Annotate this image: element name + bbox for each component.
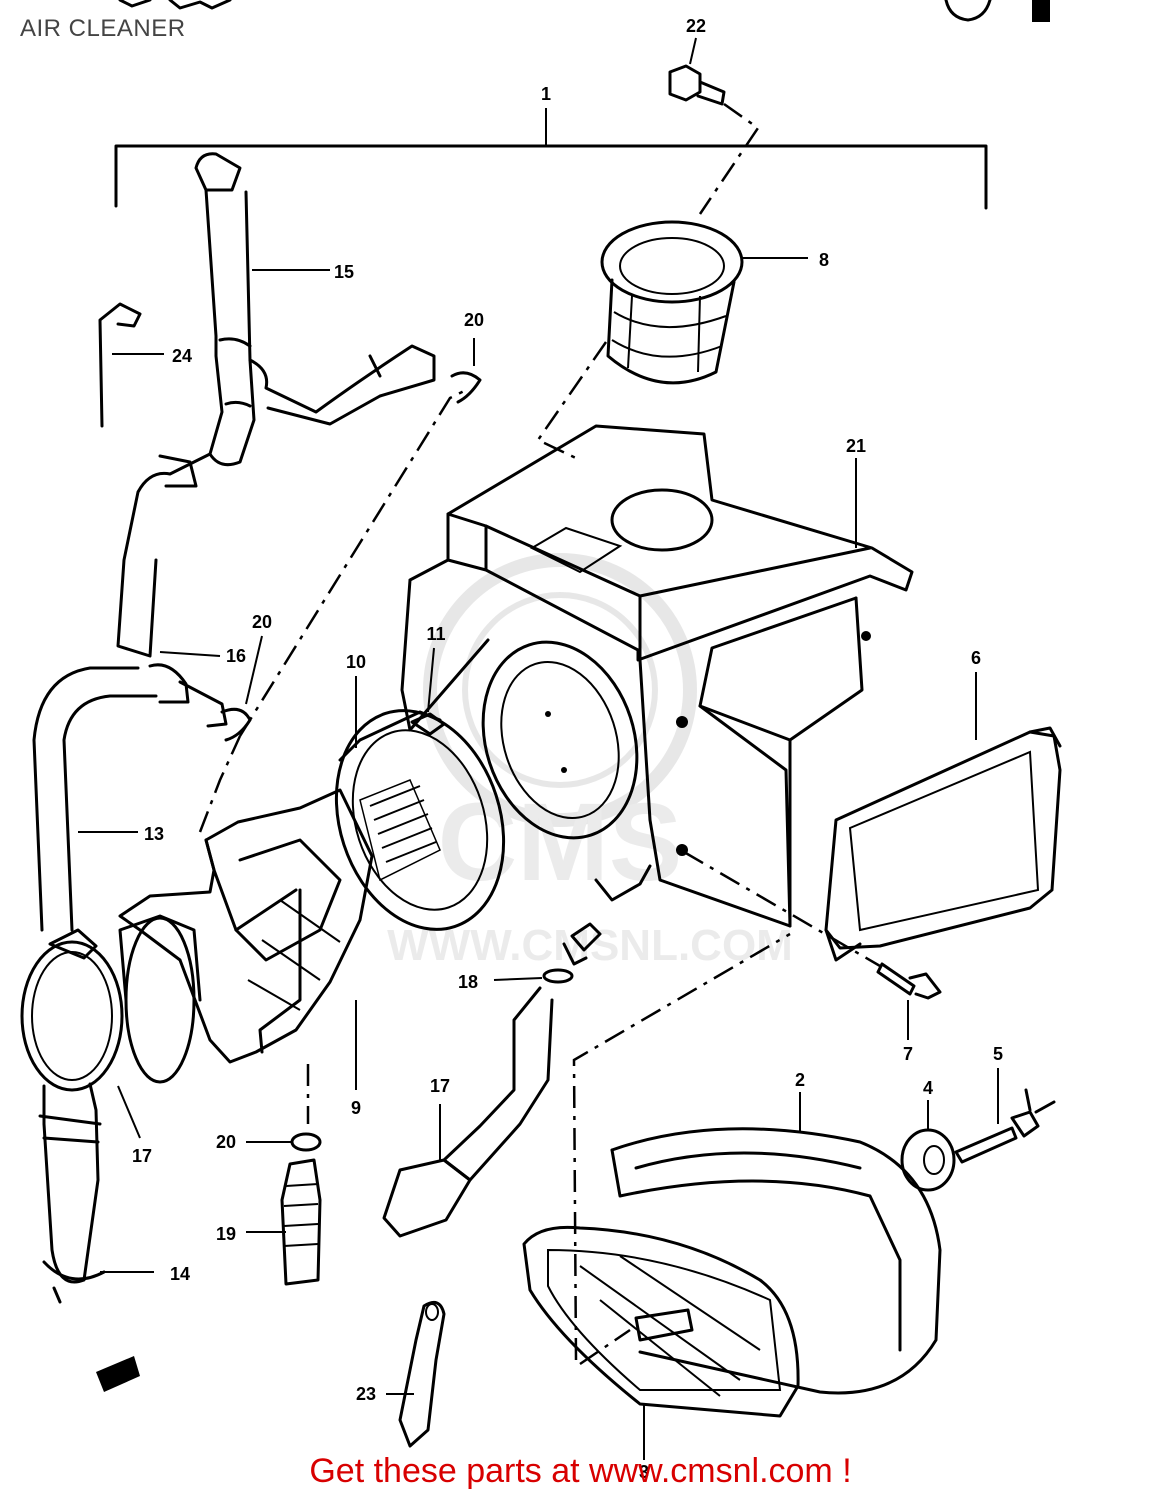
hose-13	[32, 663, 190, 932]
call-to-action: Get these parts at www.cmsnl.com !	[0, 1452, 1161, 1491]
callout-2: 2	[795, 1070, 805, 1090]
screw-7	[683, 850, 942, 1040]
callout-13: 13	[144, 824, 164, 844]
callout-16: 16	[226, 646, 246, 666]
filter-element-2	[572, 932, 942, 1395]
callout-labels: 1 2 3 4 5 6 7 8 9 10 11 13 14 15 16 17 1…	[132, 16, 1003, 1482]
element-frame-3	[522, 1225, 800, 1460]
callout-22: 22	[686, 16, 706, 36]
callout-23: 23	[356, 1384, 376, 1404]
cmsnl-link[interactable]: www.cmsnl.com	[589, 1452, 833, 1490]
callout-7: 7	[903, 1044, 913, 1064]
callout-10: 10	[346, 652, 366, 672]
callout-14: 14	[170, 1264, 190, 1284]
callout-18: 18	[458, 972, 478, 992]
callout-8: 8	[819, 250, 829, 270]
callout-20-low: 20	[216, 1132, 236, 1152]
funnel-8	[536, 220, 808, 462]
page-title: AIR CLEANER	[20, 15, 186, 42]
clip-20-mid	[220, 635, 263, 742]
bolt-22	[668, 37, 760, 215]
callout-4: 4	[923, 1078, 933, 1098]
front-arrow-icon	[96, 1356, 140, 1392]
clip-18	[493, 968, 574, 984]
callout-17-left: 17	[132, 1146, 152, 1166]
callout-24: 24	[172, 346, 192, 366]
plug-19	[246, 1158, 322, 1286]
clamp-17-left	[20, 928, 141, 1139]
callout-1: 1	[541, 84, 551, 104]
clip-20-top	[450, 338, 482, 404]
callout-17-right: 17	[430, 1076, 450, 1096]
callout-3: 3	[639, 1462, 649, 1482]
drain-tube-14	[38, 1082, 154, 1304]
intake-boot-9	[118, 788, 374, 1124]
drain-hose-17-right	[382, 986, 554, 1238]
callout-20-mid: 20	[252, 612, 272, 632]
cta-suffix: !	[832, 1452, 852, 1490]
callout-21: 21	[846, 436, 866, 456]
callout-15: 15	[334, 262, 354, 282]
assembly-bracket	[114, 108, 988, 210]
cta-prefix: Get these parts at	[309, 1452, 590, 1490]
top-edge-fragments	[118, 0, 1050, 22]
bolt-5	[954, 1068, 1056, 1164]
clip-20-low	[246, 1132, 322, 1152]
filter-seal-10	[198, 388, 506, 931]
hose-clip-24	[98, 302, 164, 428]
callout-9: 9	[351, 1098, 361, 1118]
grommet-4	[900, 1100, 956, 1192]
callout-6: 6	[971, 648, 981, 668]
cover-6	[824, 672, 1062, 962]
callout-20-top: 20	[464, 310, 484, 330]
air-box-21	[400, 424, 914, 966]
callout-5: 5	[993, 1044, 1003, 1064]
callout-19: 19	[216, 1224, 236, 1244]
breather-pipe-15	[116, 152, 436, 728]
callout-11: 11	[426, 624, 445, 644]
stay-23	[386, 1300, 446, 1448]
